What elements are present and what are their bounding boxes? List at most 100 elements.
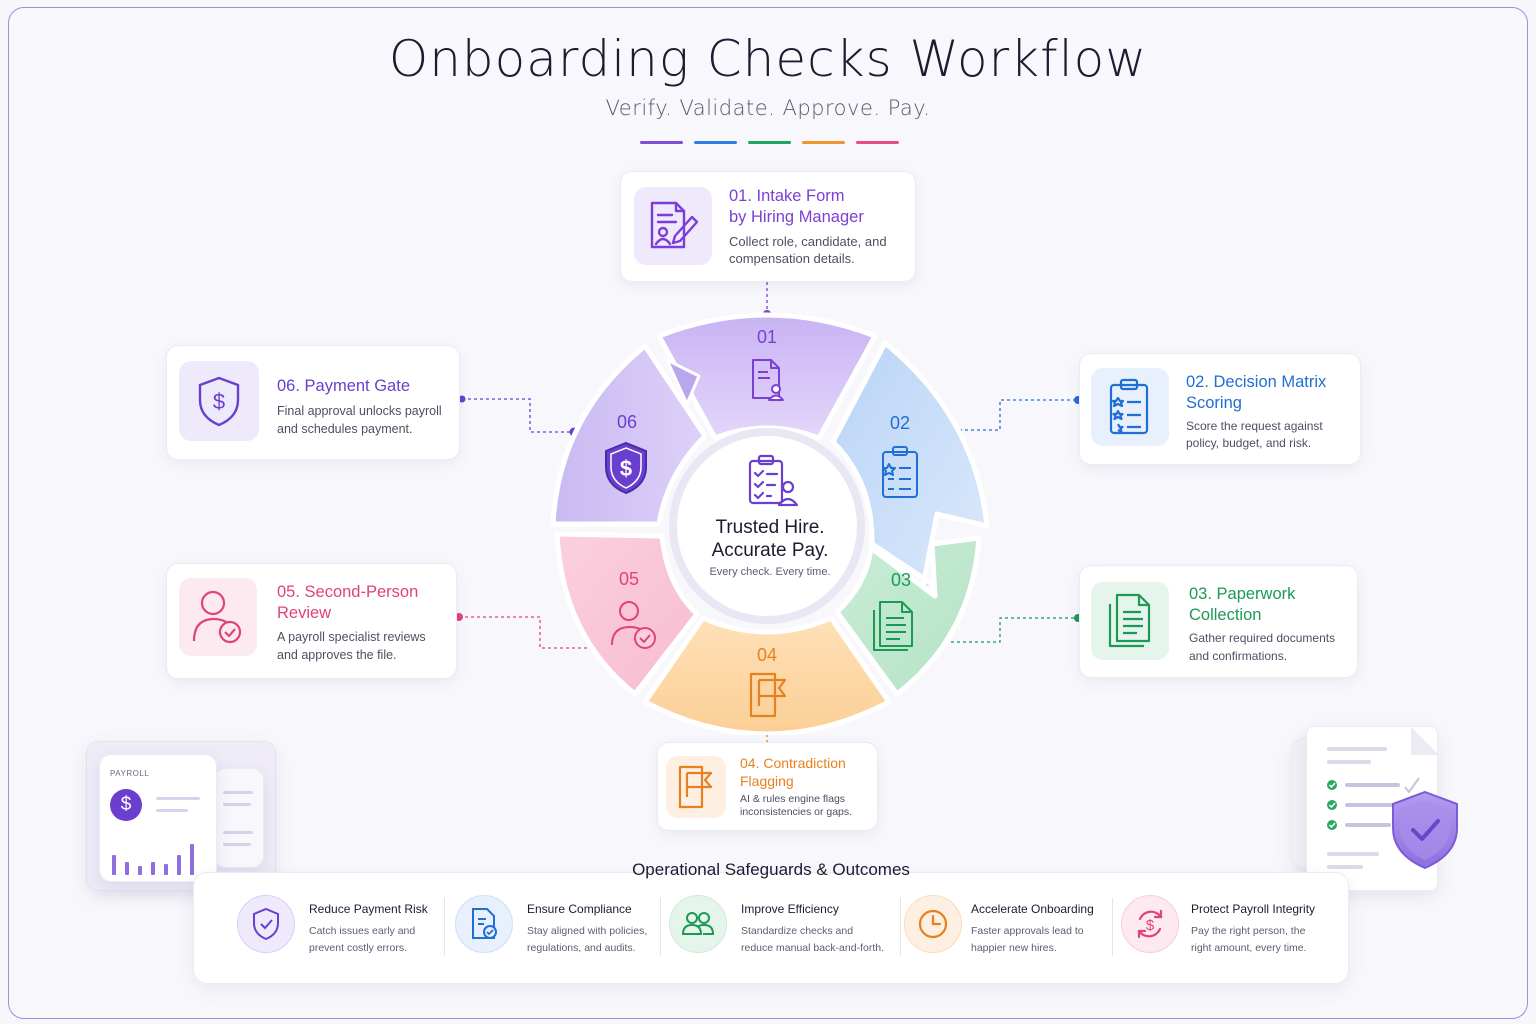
color-underlines xyxy=(640,141,899,144)
outcome-4-desc-line1: Faster approvals lead to xyxy=(971,925,1084,937)
step-03-icon-box xyxy=(1091,582,1169,660)
center-line2: Accurate Pay. xyxy=(711,540,829,561)
cycle-wheel: 01 02 03 04 05 06 $ xyxy=(550,312,990,735)
check-row-1 xyxy=(1327,780,1400,790)
outcome-reduce-risk[interactable]: Reduce Payment Risk Catch issues early a… xyxy=(237,893,437,963)
step-05-title-line1: 05. Second-Person xyxy=(277,583,419,601)
segment-number-01: 01 xyxy=(757,327,777,347)
step-05-title: 05. Second-Person Review xyxy=(277,582,418,624)
payroll-label: PAYROLL xyxy=(110,769,150,778)
step-04-title-line2: Flagging xyxy=(740,773,794,789)
outcome-1-desc-line2: prevent costly errors. xyxy=(309,942,408,954)
flag-icon xyxy=(749,672,787,718)
side-doc-line xyxy=(223,791,253,794)
segment-number-03: 03 xyxy=(891,570,911,590)
outcome-protect-integrity[interactable]: $ Protect Payroll Integrity Pay the righ… xyxy=(1121,893,1336,963)
payroll-bar xyxy=(125,862,129,875)
step-card-02[interactable]: 02. Decision Matrix Scoring Score the re… xyxy=(1079,353,1361,465)
payroll-side-doc xyxy=(214,768,264,868)
step-02-desc: Score the request against policy, budget… xyxy=(1186,418,1323,452)
outcome-5-title: Protect Payroll Integrity xyxy=(1191,902,1316,916)
outcome-2-circle xyxy=(455,895,513,953)
step-card-03[interactable]: 03. Paperwork Collection Gather required… xyxy=(1079,565,1358,678)
payroll-bar xyxy=(151,862,155,875)
step-card-04[interactable]: 04. Contradiction Flagging AI & rules en… xyxy=(657,742,878,831)
center-line1: Trusted Hire. xyxy=(715,517,825,538)
payroll-bar xyxy=(190,844,194,875)
underline-pink xyxy=(856,141,899,144)
step-03-desc-line1: Gather required documents xyxy=(1189,631,1336,645)
outcome-5-desc-line2: right amount, every time. xyxy=(1191,942,1307,954)
underline-blue xyxy=(694,141,737,144)
outcome-3-desc: Standardize checks and reduce manual bac… xyxy=(741,923,901,957)
step-01-title-line2: by Hiring Manager xyxy=(729,208,864,226)
segment-05 xyxy=(554,531,700,697)
segment-number-04: 04 xyxy=(757,645,777,665)
step-05-title-line2: Review xyxy=(277,604,332,622)
clipboard-person-icon xyxy=(748,454,799,507)
payroll-line xyxy=(156,809,188,812)
step-01-title: 01. Intake Form by Hiring Manager xyxy=(729,186,864,228)
step-card-05[interactable]: 05. Second-Person Review A payroll speci… xyxy=(166,563,457,679)
outcome-efficiency[interactable]: Improve Efficiency Standardize checks an… xyxy=(669,893,894,963)
step-card-01[interactable]: 01. Intake Form by Hiring Manager Collec… xyxy=(620,171,916,282)
doc-bottom-lines xyxy=(1327,852,1379,869)
outcome-5-circle: $ xyxy=(1121,895,1179,953)
outcome-5-desc-line1: Pay the right person, the xyxy=(1191,925,1306,937)
payroll-bar xyxy=(177,855,181,875)
shield-dollar-icon: $ xyxy=(198,376,240,427)
step-01-title-line1: 01. Intake Form xyxy=(729,187,845,205)
step-03-desc-line2: and confirmations. xyxy=(1189,649,1288,663)
check-row-2 xyxy=(1327,800,1395,810)
connector-dot-05a xyxy=(455,613,463,621)
dollar-cycle-icon: $ xyxy=(1137,909,1163,939)
connector-05 xyxy=(459,616,600,649)
outcome-2-title: Ensure Compliance xyxy=(527,902,632,916)
flag-icon xyxy=(678,765,713,809)
outcome-accelerate[interactable]: Accelerate Onboarding Faster approvals l… xyxy=(904,893,1114,963)
step-05-icon-box xyxy=(179,578,257,656)
outcome-4-circle xyxy=(904,895,962,953)
outcomes-title: Operational Safeguards & Outcomes xyxy=(632,860,910,879)
outcome-2-desc-line2: regulations, and audits. xyxy=(527,942,636,954)
step-06-desc-line1: Final approval unlocks payroll xyxy=(277,404,442,418)
step-01-desc: Collect role, candidate, and compensatio… xyxy=(729,233,887,267)
check-row-3 xyxy=(1327,820,1391,830)
outcome-compliance[interactable]: Ensure Compliance Stay aligned with poli… xyxy=(455,893,655,963)
form-person-icon xyxy=(752,359,784,401)
doc-fold xyxy=(1411,727,1439,755)
step-02-title-line1: 02. Decision Matrix xyxy=(1186,373,1327,391)
underline-green xyxy=(748,141,791,144)
clipboard-star-icon xyxy=(882,446,918,498)
outcome-5-desc: Pay the right person, the right amount, … xyxy=(1191,923,1361,957)
underline-purple xyxy=(640,141,683,144)
step-04-title-line1: 04. Contradiction xyxy=(740,755,846,771)
segment-03 xyxy=(834,535,982,697)
shield-dollar-icon: $ xyxy=(605,441,647,495)
outcome-2-desc-line1: Stay aligned with policies, xyxy=(527,925,648,937)
center-tagline: Every check. Every time. xyxy=(709,566,831,578)
step-card-06[interactable]: $ 06. Payment Gate Final approval unlock… xyxy=(166,345,460,460)
svg-text:$: $ xyxy=(1146,917,1155,934)
outcome-1-desc-line1: Catch issues early and xyxy=(309,925,416,937)
underline-orange xyxy=(802,141,845,144)
step-02-desc-line1: Score the request against xyxy=(1186,419,1323,433)
side-doc-line xyxy=(223,843,251,846)
payroll-line xyxy=(156,797,200,800)
outcome-divider xyxy=(444,898,445,956)
step-06-title: 06. Payment Gate xyxy=(277,377,410,395)
segment-number-06: 06 xyxy=(617,412,637,432)
page-title: Onboarding Checks Workflow xyxy=(388,30,1148,88)
clipboard-star-icon xyxy=(1109,378,1149,435)
step-01-desc-line1: Collect role, candidate, and xyxy=(729,234,887,249)
step-05-desc: A payroll specialist reviews and approve… xyxy=(277,628,426,664)
step-05-desc-line2: and approves the file. xyxy=(277,648,397,662)
outcome-4-title: Accelerate Onboarding xyxy=(971,902,1094,916)
svg-text:$: $ xyxy=(620,456,632,481)
documents-icon xyxy=(1108,593,1151,648)
dollar-icon: $ xyxy=(110,789,142,821)
segment-number-02: 02 xyxy=(890,413,910,433)
step-04-desc-line1: AI & rules engine flags xyxy=(740,793,846,805)
step-02-icon-box xyxy=(1091,368,1169,446)
outcome-1-title: Reduce Payment Risk xyxy=(309,902,428,916)
